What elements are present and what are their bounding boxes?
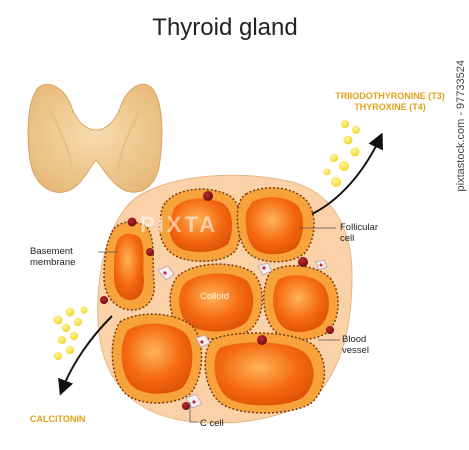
follicular-cell-label: Follicular cell bbox=[340, 222, 379, 244]
calcitonin-arrow bbox=[58, 315, 113, 396]
colloid-label: Colloid bbox=[200, 291, 230, 302]
follicle bbox=[204, 332, 326, 414]
diagram-title: Thyroid gland bbox=[152, 14, 298, 41]
leader-lines bbox=[98, 227, 340, 423]
t3-t4-arrow bbox=[311, 132, 383, 215]
follicle bbox=[263, 265, 339, 341]
thyroid-hormone-molecules bbox=[323, 120, 360, 187]
follicles bbox=[103, 187, 339, 414]
calcitonin-label: CALCITONIN bbox=[30, 414, 86, 424]
follicle bbox=[158, 188, 243, 263]
follicle bbox=[111, 313, 203, 404]
c-cell-label: C cell bbox=[200, 418, 224, 429]
t3-label: TRIIODOTHYRONINE (T3) bbox=[335, 91, 445, 101]
calcitonin-molecules bbox=[53, 306, 88, 360]
t4-label: THYROXINE (T4) bbox=[354, 102, 426, 112]
watermark: PIXTA bbox=[140, 212, 219, 237]
basement-membrane-label: Basement membrane bbox=[30, 246, 76, 268]
follicle bbox=[103, 221, 155, 311]
stock-credit: pixtastock.com - 97733524 bbox=[455, 60, 467, 192]
blood-vessel-label: Blood vessel bbox=[342, 334, 369, 356]
follicle bbox=[236, 187, 315, 263]
blood-vessels bbox=[100, 191, 334, 410]
thyroid-gland-icon bbox=[27, 83, 163, 193]
